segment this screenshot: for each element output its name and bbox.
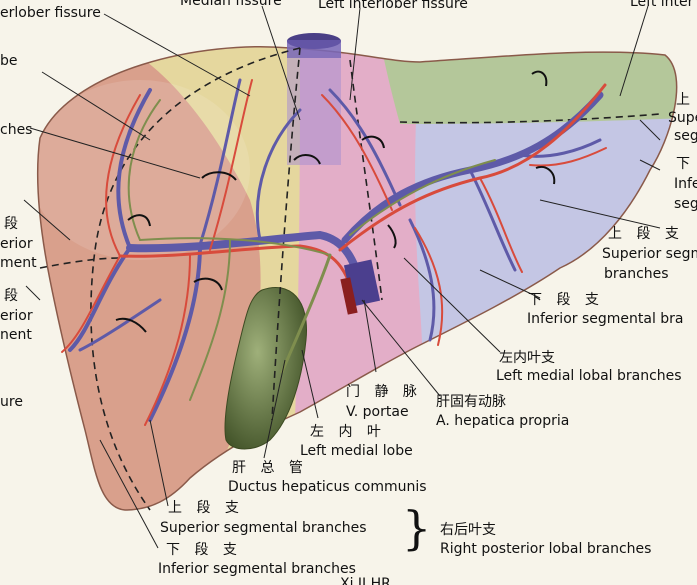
- label-portal-vein-en: V. portae: [346, 404, 409, 420]
- label-portal-vein-zh: 门 静 脉: [346, 384, 422, 400]
- label-hepatic-artery-zh: 肝固有动脉: [436, 394, 506, 410]
- label-ll-inferior-zh: 下 段 支: [528, 292, 604, 308]
- leader-lines: [23, 5, 661, 549]
- label-right-posterior-lobal-en: Right posterior lobal branches: [440, 541, 652, 557]
- bile-duct-branches: [127, 99, 496, 401]
- inferior-vena-cava: [287, 33, 341, 165]
- liver-outline: [36, 45, 678, 511]
- label-rp-inferior-en: Inferior segmental branches: [158, 561, 356, 577]
- label-left-interlobar-fissure: Left interlober fissure: [318, 0, 468, 12]
- label-left-interlobar-cut: Left inter: [630, 0, 694, 10]
- left-lateral-superior: [380, 46, 677, 124]
- label-left-medial-branches-en: Left medial lobal branches: [496, 368, 682, 384]
- label-right-zh-1: 上: [676, 92, 690, 108]
- label-rp-superior-zh: 上 段 支: [168, 500, 244, 516]
- label-left-zh-2: 段: [4, 288, 18, 304]
- lobe-shading: [37, 80, 250, 260]
- label-right-seg-2: seg: [674, 196, 697, 212]
- label-rp-inferior-zh: 下 段 支: [166, 542, 242, 558]
- label-left-superior: erior: [0, 236, 33, 252]
- label-hepatic-artery-en: A. hepatica propria: [436, 413, 570, 429]
- hepatic-artery-branches: [61, 79, 607, 426]
- label-ll-superior-branches: branches: [604, 266, 669, 282]
- label-left-segment-1: ment: [0, 255, 37, 271]
- label-left-zh-1: 段: [4, 216, 18, 232]
- label-ll-inferior-en: Inferior segmental bra: [527, 311, 684, 327]
- label-rp-superior-en: Superior segmental branches: [160, 520, 367, 536]
- gallbladder: [224, 287, 307, 450]
- label-right-seg-1: seg: [674, 128, 697, 144]
- label-left-segment-2: nent: [0, 327, 32, 343]
- label-ll-superior-en: Superior segmental: [602, 246, 697, 262]
- label-left-inferior: erior: [0, 308, 33, 324]
- label-hepatic-duct-en: Ductus hepaticus communis: [228, 479, 427, 495]
- portal-vein-branches: [68, 78, 604, 422]
- label-interlobar-fissure-top-left: erlober fissure: [0, 5, 101, 21]
- label-median-fissure: Median fissure: [180, 0, 282, 9]
- hepatic-duct-stub: [340, 277, 358, 315]
- label-ll-superior-zh: 上 段 支: [608, 226, 684, 242]
- label-right-superior-cut: Supe: [668, 110, 697, 126]
- label-left-be: be: [0, 53, 18, 69]
- segment-boundaries: [39, 47, 661, 511]
- label-left-medial-lobe-en: Left medial lobe: [300, 443, 413, 459]
- label-left-branches-cut: ches: [0, 122, 33, 138]
- label-left-fissure-cut: ure: [0, 394, 23, 410]
- label-right-inferior-cut: Infe: [674, 176, 697, 192]
- label-right-posterior-lobal-zh: 右后叶支: [440, 522, 496, 538]
- label-hepatic-duct-zh: 肝 总 管: [232, 460, 308, 476]
- label-right-zh-2: 下: [676, 156, 690, 172]
- label-bottom-cut: Xi II HR: [340, 576, 391, 585]
- ligation-marks: [115, 70, 556, 333]
- label-left-medial-lobe-zh: 左 内 叶: [310, 424, 386, 440]
- label-left-medial-branches-zh: 左内叶支: [499, 350, 555, 366]
- right-brace: }: [402, 501, 432, 555]
